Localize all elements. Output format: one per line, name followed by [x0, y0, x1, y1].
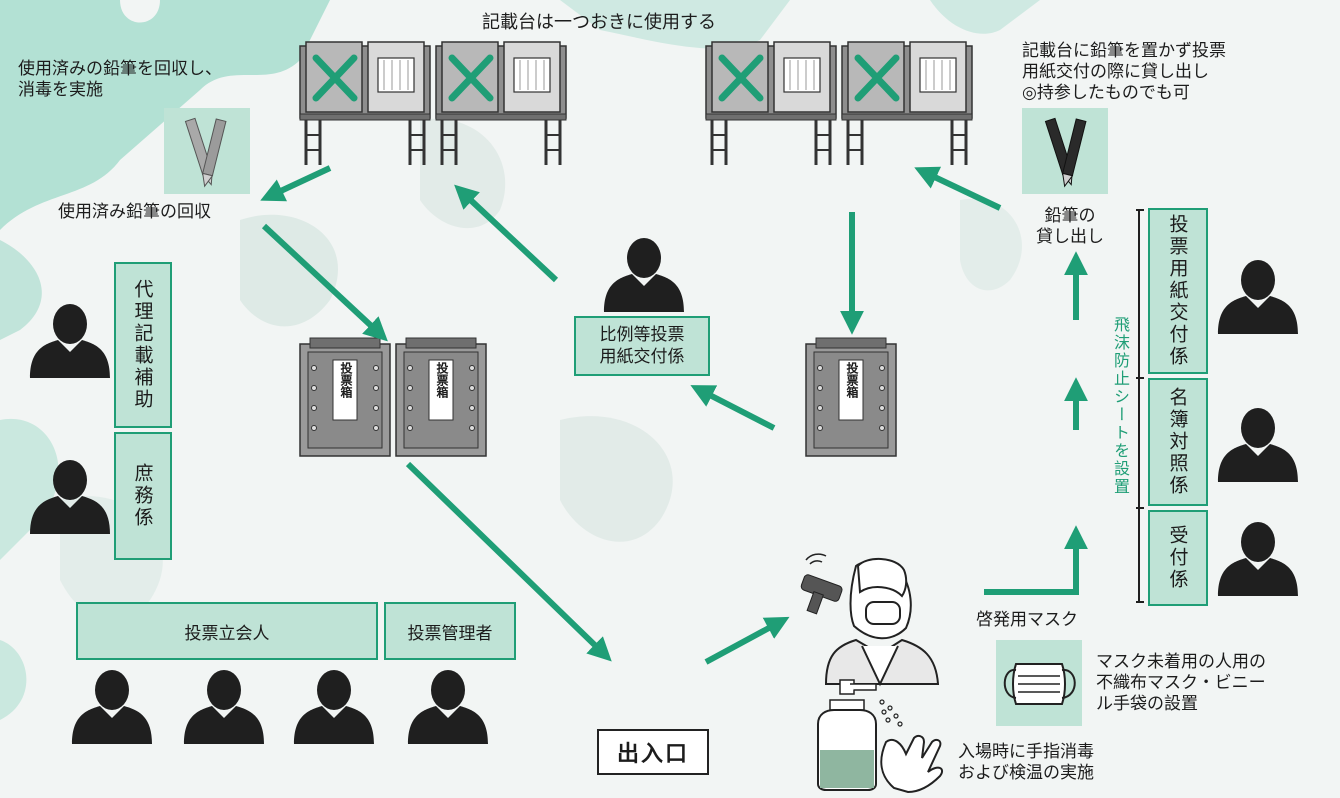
ballot-box-3-label: 投票箱 — [845, 362, 859, 398]
role-proxy-writing: 代理記載補助 — [114, 262, 172, 428]
role-reception: 受付係 — [1148, 510, 1208, 606]
pencil-collect-note: 使用済みの鉛筆を回収し、 消毒を実施 — [18, 59, 222, 100]
pencil-lend-note: 記載台に鉛筆を置かず投票 用紙交付の際に貸し出し ◎持参したものでも可 — [1022, 41, 1226, 103]
hand-sanitizer-illustration — [817, 679, 944, 794]
entrance-label: 出入口 — [597, 729, 709, 775]
shield-sheet-note: 飛沫防止シートを設置 — [1111, 316, 1130, 496]
lend-pencil-icon — [1044, 117, 1087, 188]
role-manager: 投票管理者 — [384, 602, 516, 660]
temperature-check-illustration — [800, 553, 940, 687]
disinfection-note: 入場時に手指消毒 および検温の実施 — [958, 742, 1094, 783]
role-ballot-issue: 投票用紙交付係 — [1148, 208, 1208, 374]
mask-note: マスク未着用の人用の 不織布マスク・ビニー ル手袋の設置 — [1096, 652, 1266, 714]
ballot-box-1-label: 投票箱 — [339, 362, 353, 398]
role-general-affairs: 庶務係 — [114, 432, 172, 560]
pencil-lend-caption: 鉛筆の 貸し出し — [1036, 206, 1104, 247]
mask-icon — [1003, 663, 1076, 705]
role-witness: 投票立会人 — [76, 602, 378, 660]
pencil-collect-caption: 使用済み鉛筆の回収 — [58, 202, 211, 222]
mask-title: 啓発用マスク — [976, 610, 1078, 630]
ballot-box-2-label: 投票箱 — [435, 362, 449, 398]
role-proportional: 比例等投票 用紙交付係 — [574, 316, 710, 376]
shield-sheet-line — [1136, 209, 1144, 603]
booths-title: 記載台は一つおきに使用する — [482, 12, 716, 33]
writing-booth-group-left — [299, 40, 570, 170]
role-register-check: 名簿対照係 — [1148, 378, 1208, 506]
used-pencil-icon — [184, 117, 227, 188]
